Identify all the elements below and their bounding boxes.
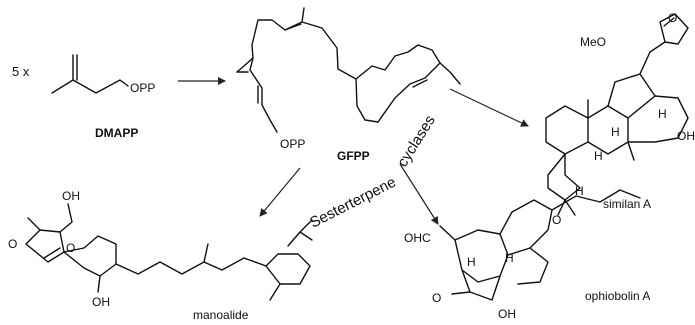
dmapp-name: DMAPP [95,126,138,140]
gfpp-name: GFPP [337,149,370,163]
similan-meo-label: MeO [580,35,606,49]
ophiobolin-oh-label: OH [498,307,516,321]
ophiobolin-h-label-2: H [505,251,514,265]
similan-name: similan A [603,197,651,211]
arrow-gfpp-to-manoalide [259,167,301,217]
ophiobolin-cho-label: OHC [404,231,431,245]
similan-h-label-1: H [658,107,667,121]
ophiobolin-name: ophiobolin A [585,289,650,303]
ophiobolin-ring-o-label: O [552,213,561,227]
similan-h-label-4: H [575,184,584,198]
sesterterpene-label: Sesterterpene [307,174,399,232]
cyclases-label: cyclases [394,112,439,170]
similan-h-label-2: H [611,125,620,139]
ophiobolin-ketone-o-label: O [432,291,441,305]
gfpp-opp-label: OPP [280,137,305,151]
ophiobolin-a-structure: OHC O O H H OH ophiobolin A [404,189,650,321]
ophiobolin-h-label-1: H [467,255,476,269]
gfpp-structure: OPP GFPP [236,7,461,163]
manoalide-oh-top-label: OH [62,189,80,203]
similan-furan-o-label: O [668,11,677,25]
manoalide-structure: O OH O OH manoalide [8,189,313,322]
manoalide-ring-o-label: O [66,241,75,255]
similan-h-label-3: H [594,149,603,163]
manoalide-carbonyl-o-label: O [8,237,17,251]
dmapp-opp-label: OPP [130,81,155,95]
arrow-gfpp-to-ophiobolin [399,163,439,225]
manoalide-oh-bottom-label: OH [92,295,110,309]
dmapp-structure: 5 x OPP DMAPP [12,54,155,140]
manoalide-name: manoalide [193,308,249,322]
similan-a-structure: MeO O OH H H H H similan A [545,11,695,216]
multiplier-label: 5 x [12,64,30,79]
arrow-gfpp-to-similan [449,88,529,127]
similan-oh-label: OH [677,129,695,143]
